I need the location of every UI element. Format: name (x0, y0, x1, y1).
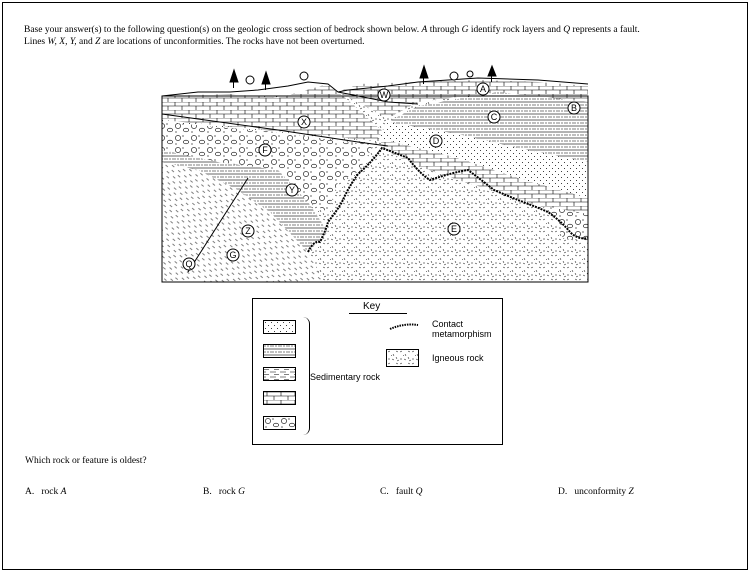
intro-text: Q (563, 25, 570, 35)
contact-metamorphism-symbol (389, 323, 419, 331)
label-b: B (568, 102, 580, 114)
contact-label-line2: metamorphism (432, 329, 492, 339)
legend-key: Key Sedimentary rock Contact metamorphis… (252, 298, 503, 445)
svg-text:A: A (480, 84, 486, 94)
choice-value: G (238, 487, 245, 497)
tree-icon (262, 72, 270, 90)
label-w: W (378, 89, 390, 101)
intro-text: identify rock layers and (471, 25, 561, 35)
intro-text: Lines (24, 37, 45, 47)
bush-icon (246, 76, 254, 84)
label-g: G (227, 249, 239, 261)
label-y: Y (286, 184, 298, 196)
choice-letter: B. (203, 487, 212, 497)
intro-text: Z (95, 37, 100, 47)
bush-icon (300, 72, 308, 80)
choice-text: unconformity (574, 487, 626, 497)
svg-text:B: B (571, 103, 577, 113)
choice-letter: D. (558, 487, 567, 497)
contact-metamorphism-label: Contact metamorphism (432, 319, 492, 339)
label-z: Z (242, 225, 254, 237)
choice-d[interactable]: D. unconformity Z (558, 487, 634, 497)
label-a: A (477, 83, 489, 95)
choice-a[interactable]: A. rock A (25, 487, 66, 497)
intro-text: G (462, 25, 469, 35)
intro-text: are locations of unconformities. The roc… (103, 37, 365, 47)
svg-text:Y: Y (289, 185, 295, 195)
bush-icon (450, 72, 458, 80)
swatch-igneous (386, 349, 419, 367)
tree-icon (488, 66, 496, 82)
choice-letter: A. (25, 487, 34, 497)
svg-text:C: C (491, 112, 498, 122)
label-e: E (448, 223, 460, 235)
choice-text: fault (396, 487, 413, 497)
swatch-limestone (263, 391, 296, 405)
svg-text:Z: Z (245, 226, 251, 236)
intro-text: Base your answer(s) to the following que… (24, 25, 419, 35)
intro-text: through (430, 25, 460, 35)
label-f: F (259, 144, 271, 156)
svg-text:D: D (433, 136, 440, 146)
bush-icon (467, 71, 473, 77)
choice-c[interactable]: C. fault Q (380, 487, 423, 497)
igneous-label: Igneous rock (432, 353, 484, 363)
swatch-shale (263, 367, 296, 381)
question-text: Which rock or feature is oldest? (25, 456, 147, 466)
contact-label-line1: Contact (432, 319, 463, 329)
svg-text:Q: Q (185, 259, 192, 269)
choice-letter: C. (380, 487, 389, 497)
geologic-cross-section: A B C D E F G Q W X Y Z (158, 62, 590, 284)
key-title: Key (363, 301, 380, 312)
choice-value: A (61, 487, 67, 497)
svg-text:F: F (262, 145, 268, 155)
question-intro: Base your answer(s) to the following que… (24, 24, 724, 48)
swatch-siltstone (263, 344, 296, 358)
label-x: X (298, 116, 310, 128)
sedimentary-brace (303, 317, 310, 435)
swatch-conglomerate (263, 416, 296, 430)
label-c: C (488, 111, 500, 123)
svg-text:E: E (451, 224, 457, 234)
choice-text: rock (219, 487, 236, 497)
choice-value: Z (628, 487, 633, 497)
choice-b[interactable]: B. rock G (203, 487, 245, 497)
intro-text: represents a fault. (572, 25, 639, 35)
intro-text: A (422, 25, 428, 35)
sedimentary-label: Sedimentary rock (310, 372, 380, 382)
intro-text: W, X, Y, (47, 37, 76, 47)
intro-text: and (79, 37, 93, 47)
svg-text:G: G (229, 250, 236, 260)
label-q: Q (183, 258, 195, 270)
key-underline (349, 313, 407, 314)
svg-text:X: X (301, 117, 307, 127)
tree-icon (230, 70, 238, 88)
choice-value: Q (416, 487, 423, 497)
choice-text: rock (41, 487, 58, 497)
label-d: D (430, 135, 442, 147)
swatch-sandstone (263, 320, 296, 334)
svg-text:W: W (380, 90, 389, 100)
